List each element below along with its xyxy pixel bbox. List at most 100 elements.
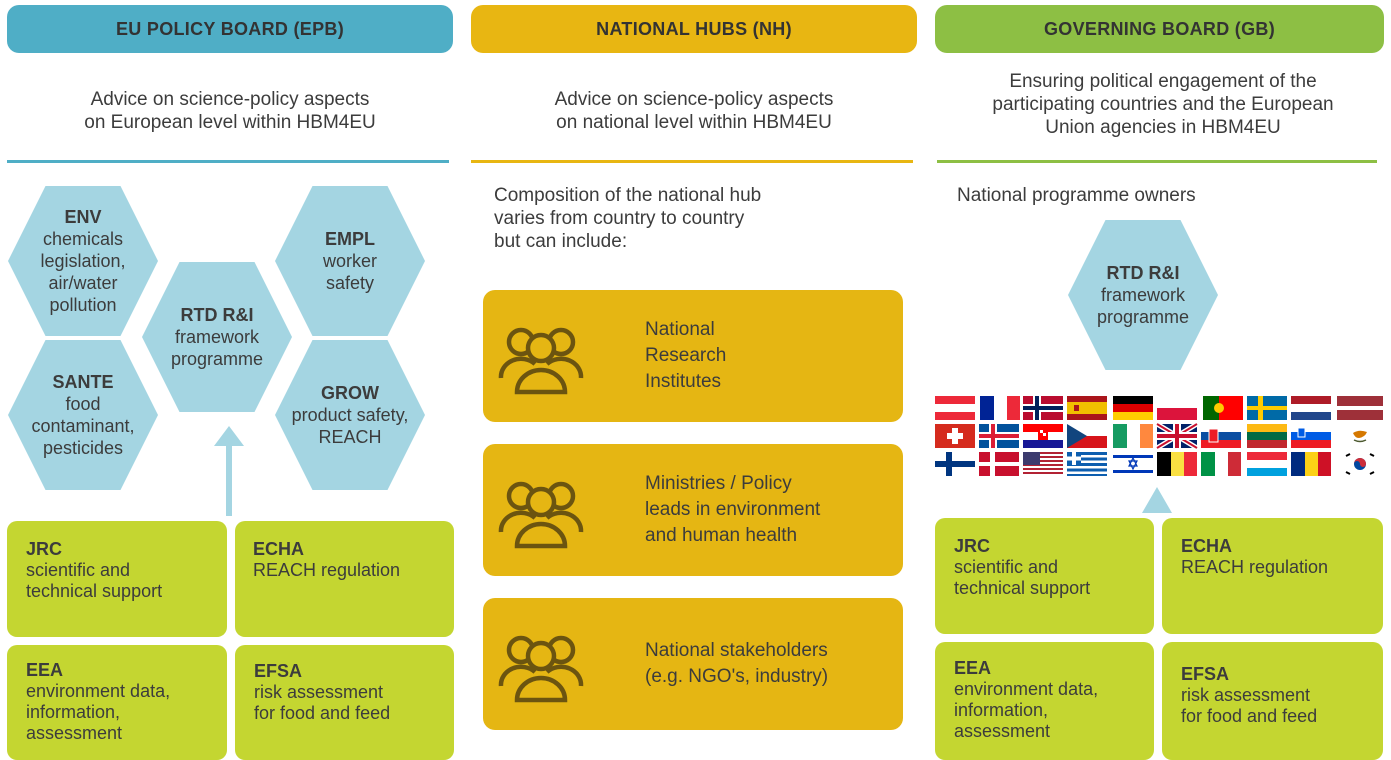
nh-composition-line-2: varies from country to country	[494, 208, 745, 229]
hex-env: ENV chemicals legislation, air/water pol…	[8, 186, 158, 336]
epb-agency-eea-line-3: assessment	[26, 723, 123, 743]
hex-sante-line-2: contaminant,	[31, 416, 135, 436]
epb-agency-efsa-line-2: for food and feed	[254, 703, 391, 723]
epb-agency-echa-line-1: REACH regulation	[253, 560, 401, 580]
gb-owners-label: National programme owners	[957, 185, 1196, 206]
flag-czechia-icon	[1067, 424, 1107, 448]
flag-switzerland-icon	[935, 424, 975, 448]
hex-sante: SANTE food contaminant, pesticides	[8, 340, 158, 490]
hex-sante-line-3: pesticides	[42, 438, 124, 458]
hex-sante-line-1: food	[65, 394, 101, 414]
epb-agency-eea-line-1: environment data,	[26, 681, 171, 701]
epb-agency-echa-title: ECHA	[253, 539, 305, 559]
gb-description-line-1: Ensuring political engagement of the	[1009, 71, 1317, 92]
hex-env-title: ENV	[64, 207, 102, 227]
epb-agency-eea: EEA environment data, information, asses…	[7, 645, 227, 760]
flag-iceland-icon	[979, 424, 1019, 448]
gb-header: GOVERNING BOARD (GB)	[935, 5, 1384, 53]
nh-item-3-line-2: (e.g. NGO's, industry)	[645, 666, 829, 687]
epb-agency-efsa: EFSA risk assessment for food and feed	[235, 645, 454, 760]
gb-agency-efsa-line-1: risk assessment	[1181, 685, 1311, 705]
epb-agency-efsa-line-1: risk assessment	[254, 682, 384, 702]
nh-item-stakeholders: National stakeholders (e.g. NGO's, indus…	[483, 598, 903, 730]
hex-grow-title: GROW	[321, 383, 379, 403]
flag-sweden-icon	[1247, 396, 1287, 420]
nh-item-research-institutes: National Research Institutes	[483, 290, 903, 422]
nh-divider	[471, 160, 913, 163]
nh-item-3-text: National stakeholders (e.g. NGO's, indus…	[645, 638, 828, 690]
nh-item-1-line-2: Research	[645, 345, 727, 366]
hex-rtd-line-1: framework	[174, 327, 259, 347]
gb-divider	[937, 160, 1377, 163]
nh-description-line-2: on national level within HBM4EU	[556, 112, 832, 133]
flag-spain-icon	[1067, 396, 1107, 420]
flag-italy-icon	[1201, 452, 1241, 476]
hex-empl-title: EMPL	[324, 229, 375, 249]
epb-agency-jrc-line-2: technical support	[26, 581, 163, 601]
flag-usa-icon	[1023, 452, 1063, 476]
hex-env-line-3: air/water	[48, 273, 118, 293]
epb-divider	[7, 160, 449, 163]
hex-empl: EMPL worker safety	[275, 186, 425, 336]
hex-rtd: RTD R&I framework programme	[142, 262, 292, 412]
gb-agency-jrc-line-1: scientific and	[954, 557, 1059, 577]
nh-composition-line-1: Composition of the national hub	[494, 185, 762, 206]
gb-agency-efsa-title: EFSA	[1181, 664, 1230, 684]
epb-agency-eea-line-2: information,	[26, 702, 121, 722]
epb-description: Advice on science-policy aspects on Euro…	[7, 88, 453, 134]
hex-grow-line-2: REACH	[318, 427, 382, 447]
people-group-icon	[498, 327, 584, 395]
participating-countries-flags	[935, 396, 1383, 476]
gb-agency-echa: ECHA REACH regulation	[1162, 518, 1383, 634]
nh-item-2-line-2: leads in environment	[645, 499, 821, 520]
nh-item-ministries: Ministries / Policy leads in environment…	[483, 444, 903, 576]
flag-france-icon	[980, 396, 1020, 420]
gb-agency-eea-line-1: environment data,	[954, 679, 1099, 699]
nh-description: Advice on science-policy aspects on nati…	[471, 88, 917, 134]
nh-item-2-line-1: Ministries / Policy	[645, 473, 792, 494]
hex-sante-title: SANTE	[52, 372, 114, 392]
flag-cyprus-icon	[1337, 424, 1383, 448]
gb-hex-rtd-line-1: framework	[1100, 285, 1185, 305]
flag-romania-icon	[1291, 452, 1331, 476]
gb-hex-rtd-title: RTD R&I	[1106, 263, 1180, 283]
nh-item-2-line-3: and human health	[645, 525, 798, 546]
flag-israel-icon	[1113, 452, 1153, 476]
flag-austria-icon	[935, 396, 975, 420]
flag-slovenia-icon	[1291, 424, 1331, 448]
nh-item-2-text: Ministries / Policy leads in environment…	[645, 471, 820, 549]
flag-norway-icon	[1023, 396, 1063, 420]
gb-description: Ensuring political engagement of the par…	[935, 70, 1391, 139]
gb-agency-jrc-title: JRC	[954, 536, 991, 556]
people-group-icon	[498, 635, 584, 703]
hex-env-line-2: legislation,	[40, 251, 126, 271]
hex-grow: GROW product safety, REACH	[275, 340, 425, 490]
hex-empl-line-2: safety	[325, 273, 375, 293]
flag-luxembourg-icon	[1247, 452, 1287, 476]
epb-agency-echa: ECHA REACH regulation	[235, 521, 454, 637]
flag-lithuania-icon	[1247, 424, 1287, 448]
flag-portugal-icon	[1203, 396, 1243, 420]
gb-hex-rtd: RTD R&I framework programme	[1068, 220, 1218, 370]
people-group-icon	[498, 481, 584, 549]
gb-agency-eea-line-3: assessment	[954, 721, 1051, 741]
hex-rtd-title: RTD R&I	[180, 305, 254, 325]
flag-belgium-icon	[1157, 452, 1197, 476]
gb-agency-efsa-line-2: for food and feed	[1181, 706, 1318, 726]
flag-latvia-icon	[1337, 396, 1383, 420]
hex-env-line-4: pollution	[49, 295, 117, 315]
epb-header: EU POLICY BOARD (EPB)	[7, 5, 453, 53]
flag-netherlands-icon	[1291, 396, 1331, 420]
hex-grow-line-1: product safety,	[291, 405, 409, 425]
flag-south-korea-icon	[1337, 452, 1383, 476]
flag-ireland-icon	[1113, 424, 1153, 448]
gb-agency-eea-title: EEA	[954, 658, 992, 678]
nh-item-1-text: National Research Institutes	[645, 317, 726, 395]
nh-description-line-1: Advice on science-policy aspects	[554, 89, 834, 110]
hex-empl-line-1: worker	[322, 251, 377, 271]
flag-germany-icon	[1113, 396, 1153, 420]
nh-header: NATIONAL HUBS (NH)	[471, 5, 917, 53]
flag-finland-icon	[935, 452, 975, 476]
gb-agency-jrc: JRC scientific and technical support	[935, 518, 1154, 634]
epb-agency-jrc-title: JRC	[26, 539, 63, 559]
